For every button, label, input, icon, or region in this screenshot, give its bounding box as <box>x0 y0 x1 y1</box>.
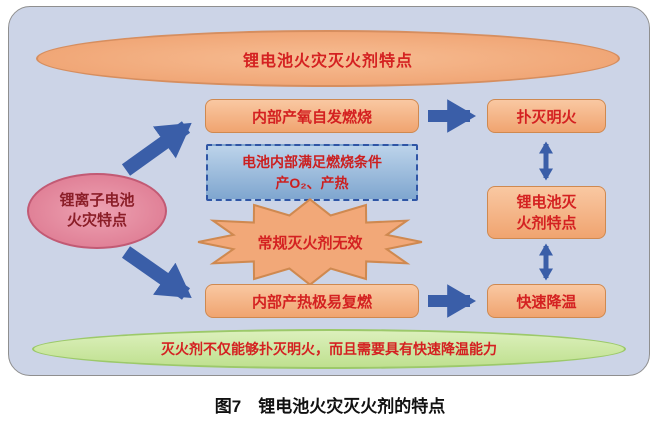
left-feature-line2: 火灾特点 <box>66 212 127 229</box>
bottom-conclusion-text: 灭火剂不仅能够扑灭明火，而且需要具有快速降温能力 <box>161 341 497 357</box>
figure-caption: 图7 锂电池火灾灭火剂的特点 <box>214 397 446 416</box>
extinguish-flame-box: 扑灭明火 <box>487 99 606 133</box>
combustion-condition-line1: 电池内部满足燃烧条件 <box>242 153 382 170</box>
left-feature-ellipse: 锂离子电池 火灾特点 <box>27 173 167 249</box>
rapid-cooling-text: 快速降温 <box>516 293 577 311</box>
left-feature-line1: 锂离子电池 <box>59 191 135 209</box>
top-title-ellipse: 锂电池火灾灭火剂特点 <box>36 30 620 87</box>
oxygen-combustion-box: 内部产氧自发燃烧 <box>205 99 419 133</box>
bottom-conclusion-ellipse: 灭火剂不仅能够扑灭明火，而且需要具有快速降温能力 <box>32 329 626 369</box>
combustion-condition-box: 电池内部满足燃烧条件 产O₂、产热 <box>206 144 418 201</box>
starburst-callout: 常规灭火剂无效 <box>193 196 427 288</box>
rapid-cooling-box: 快速降温 <box>487 284 606 318</box>
agent-feature-line2: 火剂特点 <box>516 214 577 232</box>
reignite-text: 内部产热极易复燃 <box>251 293 372 311</box>
starburst-text: 常规灭火剂无效 <box>257 234 363 252</box>
starburst-shape <box>197 197 423 287</box>
oxygen-combustion-text: 内部产氧自发燃烧 <box>251 108 372 126</box>
reignite-box: 内部产热极易复燃 <box>205 284 419 318</box>
top-title-text: 锂电池火灾灭火剂特点 <box>242 52 413 70</box>
agent-feature-line1: 锂电池灭 <box>516 193 577 211</box>
agent-feature-box: 锂电池灭 火剂特点 <box>487 186 606 239</box>
extinguish-flame-text: 扑灭明火 <box>516 108 577 126</box>
combustion-condition-line2: 产O₂、产热 <box>275 174 349 191</box>
